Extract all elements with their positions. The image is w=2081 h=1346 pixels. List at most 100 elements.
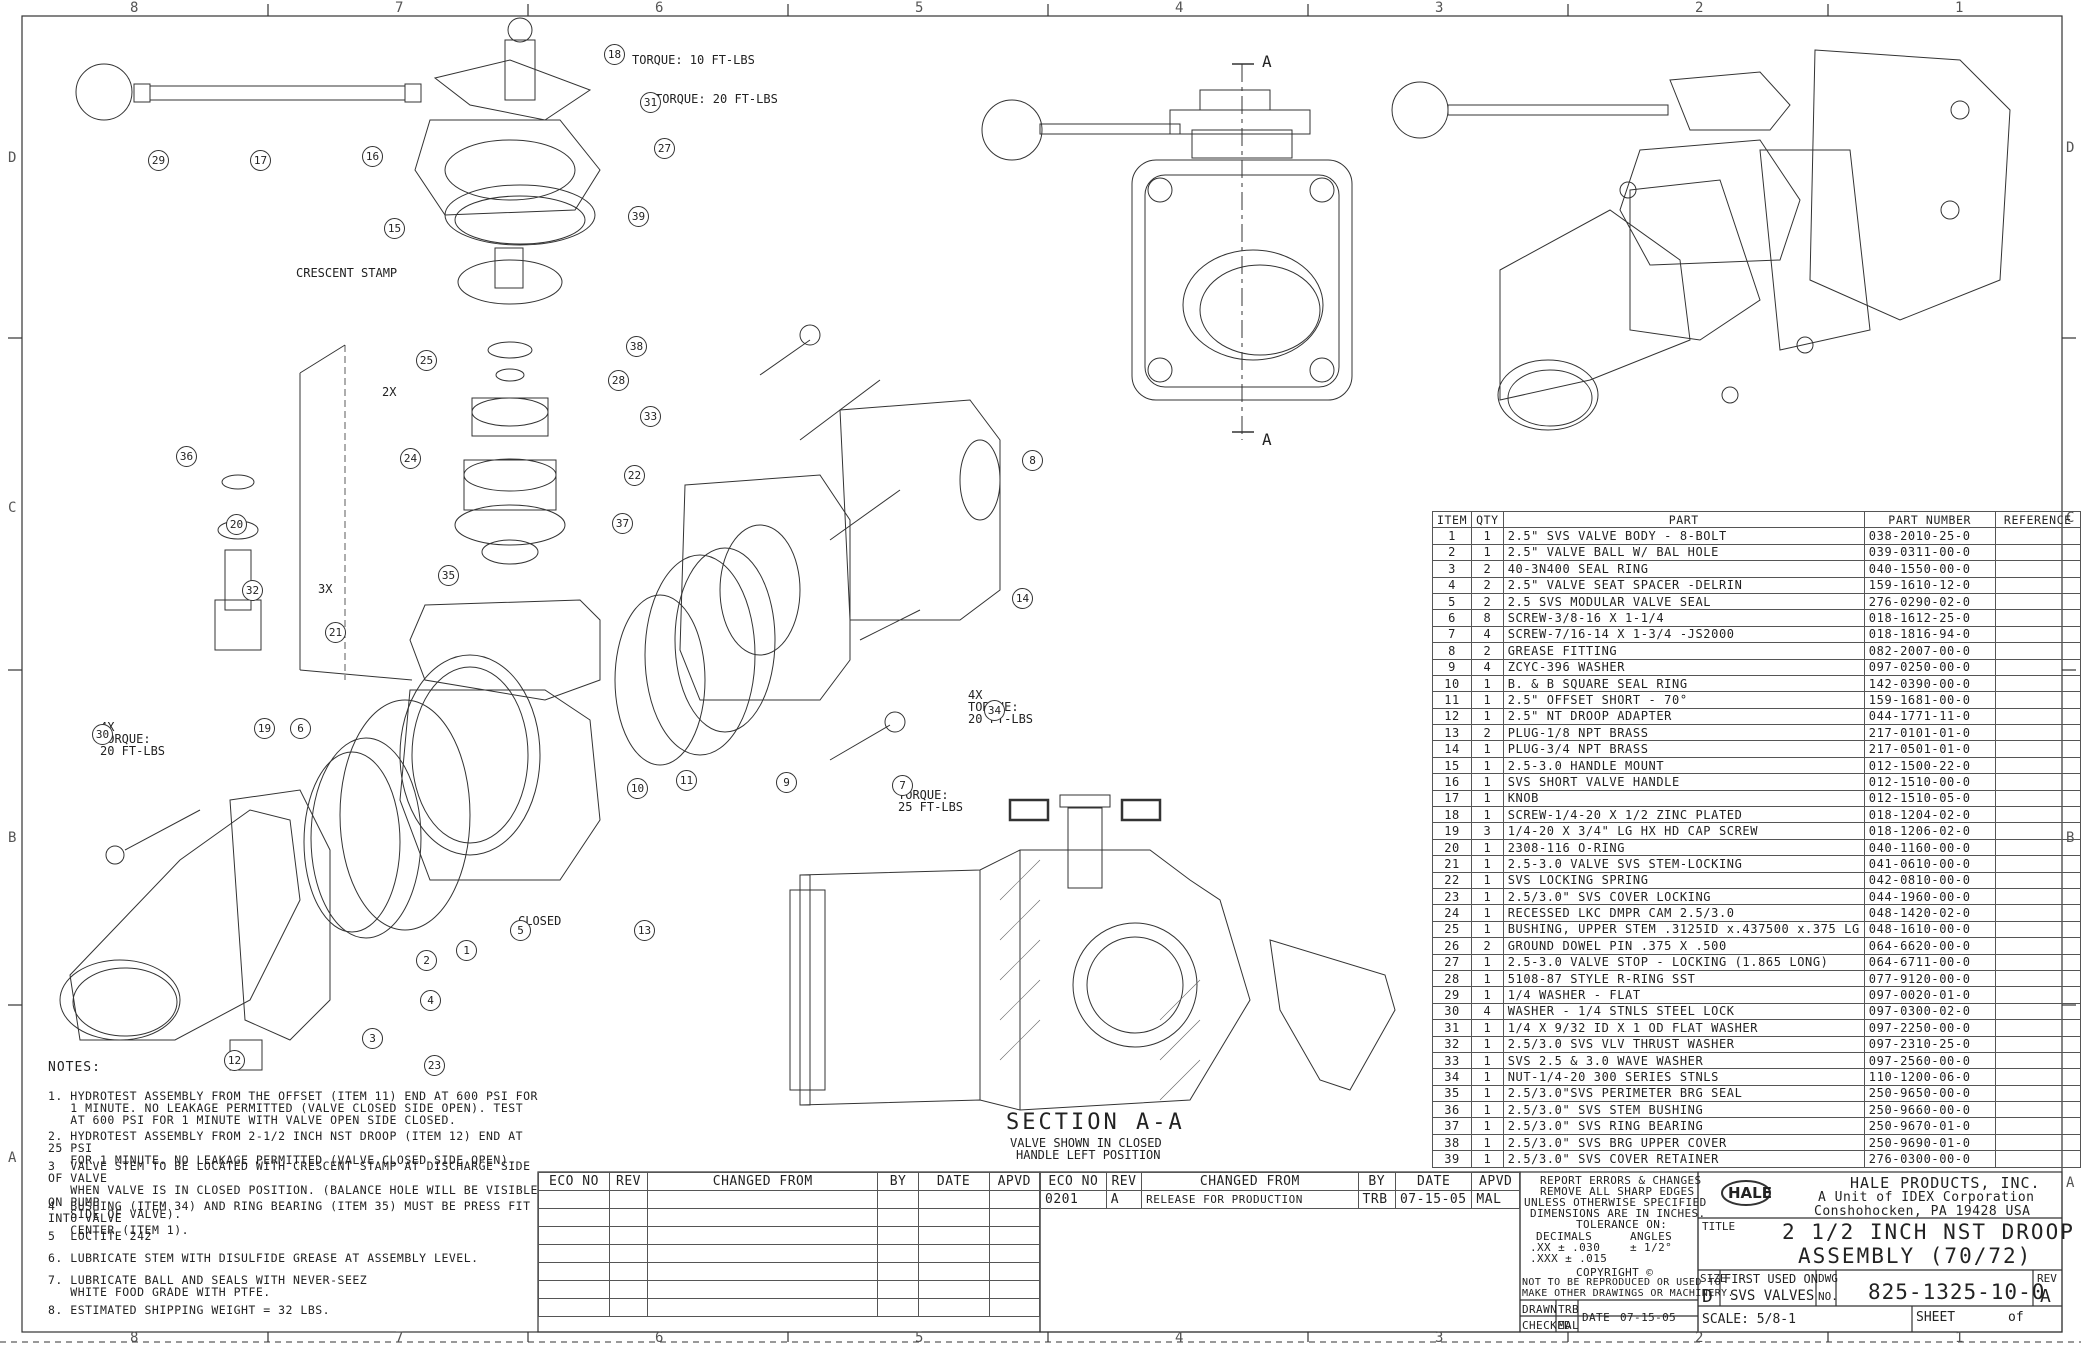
zone-col-top-6: 6 <box>655 0 664 16</box>
bom-part-number: 044-1771-11-0 <box>1863 707 1996 726</box>
bom-header-part-number: PART NUMBER <box>1863 510 1996 529</box>
bom-reference <box>1994 592 2081 611</box>
bom-part: 2.5" VALVE BALL W/ BAL HOLE <box>1502 543 1865 562</box>
bom-item: 39 <box>1431 1150 1473 1168</box>
item-balloon: 21 <box>325 622 346 643</box>
bom-part: 2.5-3.0 HANDLE MOUNT <box>1502 756 1865 775</box>
bom-item: 30 <box>1431 1002 1473 1021</box>
bom-part: 2.5" SVS VALVE BODY - 8-BOLT <box>1502 527 1865 545</box>
bom-part-number: 110-1200-06-0 <box>1863 1068 1996 1086</box>
bom-qty: 1 <box>1471 871 1504 889</box>
tb-drawn: DRAWN <box>1522 1303 1558 1316</box>
bom-item: 5 <box>1431 592 1473 611</box>
bom-item: 22 <box>1431 871 1473 889</box>
bom-item: 33 <box>1431 1051 1473 1070</box>
bom-item: 9 <box>1431 658 1473 676</box>
bom-item: 31 <box>1431 1019 1473 1037</box>
bom-part: 2.5 SVS MODULAR VALVE SEAL <box>1502 592 1865 611</box>
note-7: 7. LUBRICATE BALL AND SEALS WITH NEVER-S… <box>48 1273 368 1299</box>
bom-qty: 4 <box>1471 625 1504 644</box>
bom-part-number: 012-1500-22-0 <box>1863 756 1996 775</box>
rev-left-changed: CHANGED FROM <box>647 1172 879 1191</box>
bom-part-number: 038-2010-25-0 <box>1863 527 1996 545</box>
bom-part-number: 142-0390-00-0 <box>1863 674 1996 693</box>
item-balloon: 16 <box>362 146 383 167</box>
drawing-number: 825-1325-10-0 <box>1868 1280 2046 1304</box>
bom-part: PLUG-1/8 NPT BRASS <box>1502 724 1865 742</box>
bom-part: KNOB <box>1502 789 1865 808</box>
tb-angles: ANGLES <box>1630 1230 1673 1243</box>
bom-part-number: 018-1206-02-0 <box>1863 822 1996 840</box>
rev-right-date: DATE <box>1394 1172 1473 1191</box>
bom-qty: 1 <box>1471 1068 1504 1086</box>
item-balloon: 10 <box>627 778 648 799</box>
bom-part: SCREW-3/8-16 X 1-1/4 <box>1502 609 1865 627</box>
bom-reference <box>1994 969 2081 988</box>
bom-item: 18 <box>1431 806 1473 824</box>
torque-10-note: TORQUE: 10 FT-LBS <box>632 53 755 67</box>
bom-qty: 2 <box>1471 642 1504 660</box>
bom-reference <box>1994 756 2081 775</box>
bom-reference <box>1994 887 2081 906</box>
item-balloon: 12 <box>224 1050 245 1071</box>
bom-part-number: 097-2250-00-0 <box>1863 1019 1996 1037</box>
bom-qty: 2 <box>1471 592 1504 611</box>
rev-left-eco: ECO NO <box>538 1172 610 1191</box>
bom-qty: 1 <box>1471 1150 1504 1168</box>
bom-item: 6 <box>1431 609 1473 627</box>
item-balloon: 38 <box>626 336 647 357</box>
item-balloon: 30 <box>92 724 113 745</box>
tb-drawn-by: TRB <box>1558 1303 1580 1316</box>
bom-item: 17 <box>1431 789 1473 808</box>
bom-qty: 2 <box>1471 560 1504 578</box>
bom-part-number: 048-1420-02-0 <box>1863 904 1996 922</box>
tb-checked-by: MAL <box>1558 1319 1580 1332</box>
item-balloon: 19 <box>254 718 275 739</box>
zone-col-top-2: 2 <box>1695 0 1704 16</box>
tb-tolerance: TOLERANCE ON: <box>1576 1218 1668 1231</box>
rev-left-by: BY <box>877 1172 919 1191</box>
bom-reference <box>1994 773 2081 791</box>
tb-copyright: COPYRIGHT © <box>1576 1266 1654 1279</box>
tb-copy-2: NOT TO BE REPRODUCED OR USED TO <box>1522 1277 1722 1288</box>
bom-part: 2.5/3.0 SVS VLV THRUST WASHER <box>1502 1035 1865 1053</box>
bom-part: SCREW-7/16-14 X 1-3/4 -JS2000 <box>1502 625 1865 644</box>
zone-col-bottom-2: 2 <box>1695 1330 1704 1346</box>
note-1: 1. HYDROTEST ASSEMBLY FROM THE OFFSET (I… <box>48 1089 538 1127</box>
sheet-label: SHEET <box>1916 1310 1956 1325</box>
zone-col-bottom-5: 5 <box>915 1330 924 1346</box>
bom-reference <box>1994 1084 2081 1103</box>
note-5: 5 LOCTITE 242 <box>48 1229 152 1243</box>
rev-changed-value: RELEASE FOR PRODUCTION <box>1141 1190 1359 1209</box>
item-balloon: 23 <box>424 1055 445 1076</box>
company-name: HALE PRODUCTS, INC. <box>1850 1174 2041 1192</box>
bom-qty: 1 <box>1471 904 1504 922</box>
bom-part-number: 159-1681-00-0 <box>1863 691 1996 709</box>
bom-header-part: PART <box>1502 510 1865 529</box>
size-value: D <box>1702 1286 1713 1307</box>
bom-qty: 1 <box>1471 953 1504 971</box>
bom-qty: 2 <box>1471 576 1504 594</box>
crescent-stamp-note: CRESCENT STAMP <box>296 266 398 280</box>
bom-reference <box>1994 953 2081 971</box>
rev-left-header: ECO NO REV CHANGED FROM BY DATE APVD <box>538 1172 1041 1191</box>
bom-reference <box>1994 822 2081 840</box>
bom-reference <box>1994 855 2081 873</box>
zone-col-bottom-1: 1 <box>1955 1330 1964 1346</box>
tb-angle-value: ± 1/2° <box>1630 1241 1673 1254</box>
tb-report-1: REPORT ERRORS & CHANGES <box>1540 1174 1702 1187</box>
bom-item: 28 <box>1431 969 1473 988</box>
item-balloon: 33 <box>640 406 661 427</box>
bom-reference <box>1994 904 2081 922</box>
bom-part-number: 217-0101-01-0 <box>1863 724 1996 742</box>
drawing-title-2: ASSEMBLY (70/72) <box>1798 1244 2033 1268</box>
